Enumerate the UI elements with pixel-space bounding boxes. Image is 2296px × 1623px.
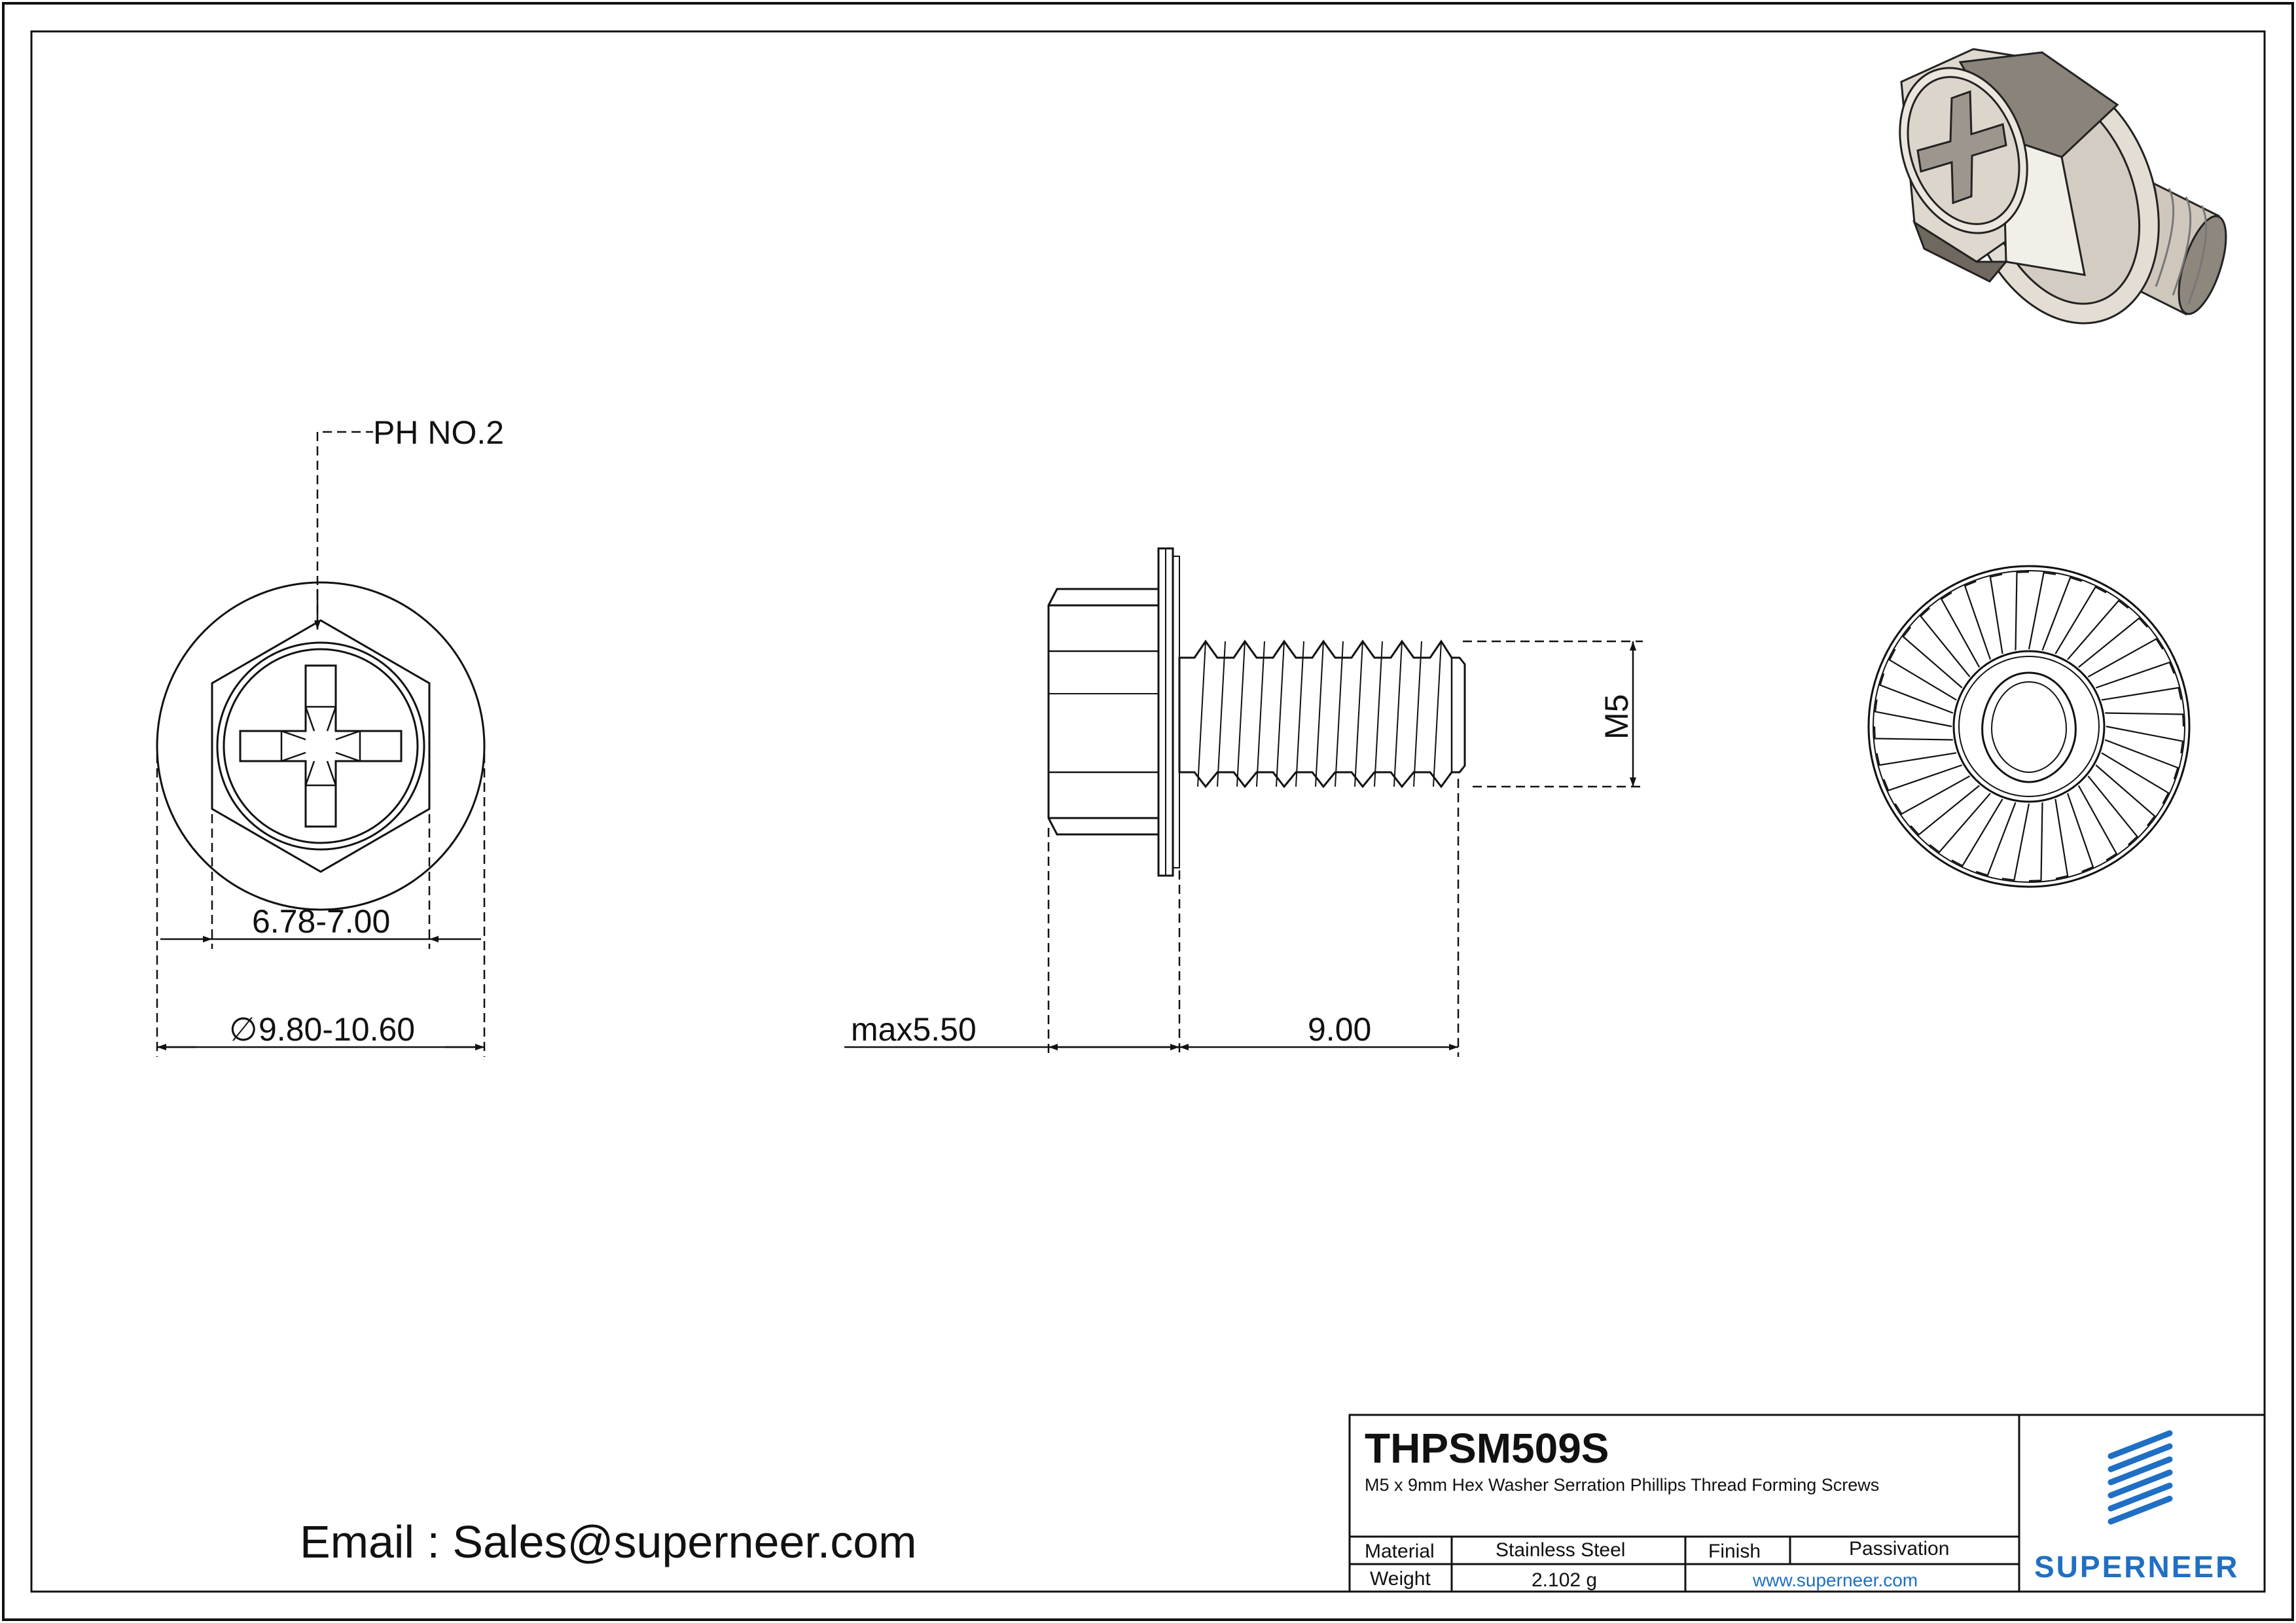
serration-tooth: [2078, 617, 2148, 668]
phillips-cross-top: [239, 664, 403, 828]
finish-label: Finish: [1708, 1541, 1761, 1562]
weight-value: 2.102 g: [1532, 1569, 1597, 1591]
serration-tooth: [2101, 752, 2170, 804]
phillips-recess-3d: [1916, 90, 2007, 205]
screw-3d-view: [1899, 48, 2227, 325]
serration-tooth: [2087, 637, 2164, 678]
bottom-view: [1867, 565, 2191, 888]
serration-tooth: [1874, 699, 1952, 728]
thread-flanks: [1197, 641, 1442, 787]
serration-tooth: [1902, 626, 1963, 688]
serration-tooth: [1888, 649, 1957, 701]
length-label: 9.00: [1308, 1011, 1371, 1048]
across-flats-dimension: [160, 785, 481, 949]
serration-tooth: [1883, 764, 1963, 792]
serration-tooth: [2106, 725, 2184, 754]
brand-name: SUPERNEER: [2034, 1550, 2239, 1584]
serration-tooth: [1951, 798, 2003, 867]
part-description: M5 x 9mm Hex Washer Serration Phillips T…: [1365, 1475, 1879, 1495]
serration-tooth: [2028, 802, 2043, 882]
serration-inner-ring: [1952, 650, 2106, 803]
serration-tooth: [2087, 776, 2138, 846]
inner-border: [30, 30, 2266, 1593]
serration-tooth: [1879, 673, 1954, 714]
hex-outline-top: [211, 619, 431, 873]
serration-tooth: [2105, 712, 2185, 727]
serration-tooth: [2054, 586, 2107, 654]
head-dome-inner: [223, 648, 419, 844]
serration-tooth: [2015, 571, 2030, 651]
serration-tooth: [2054, 798, 2069, 880]
serration-tooth: [1876, 752, 1957, 766]
superneer-logo-icon: [2108, 1430, 2173, 1525]
title-block: [1348, 1414, 2266, 1593]
thread-diameter-dimension: [1463, 640, 1643, 788]
contact-email[interactable]: Email : Sales@superneer.com: [300, 1516, 917, 1567]
finish-value: Passivation: [1849, 1538, 1949, 1560]
serration-tooth: [1989, 573, 2003, 654]
serration-tooth: [1964, 580, 1992, 660]
washer-outline-bottom: [1867, 565, 2191, 888]
serration-outer-ring: [1873, 570, 2185, 883]
length-dimensions: [844, 779, 1460, 1057]
serration-teeth: [1873, 571, 2185, 882]
serration-tooth: [1940, 592, 1981, 668]
head-dome-outer: [216, 641, 425, 851]
serration-tooth: [1910, 785, 1980, 836]
website-link[interactable]: www.superneer.com: [1752, 1570, 1918, 1590]
serration-tooth: [1929, 793, 1991, 853]
serration-tooth: [2001, 803, 2030, 882]
serration-tooth: [2041, 577, 2083, 651]
across-flats-label: 6.78-7.00: [252, 903, 390, 940]
side-view: [1047, 547, 1466, 877]
recess-callout-label: PH NO.2: [373, 414, 504, 451]
serration-tooth: [1920, 607, 1971, 677]
serration-tooth: [2077, 785, 2118, 861]
trilobular-thread-end: [1981, 671, 2077, 783]
serration-tooth: [2067, 599, 2129, 660]
serration-tooth: [2095, 661, 2175, 689]
serration-tooth: [2066, 793, 2094, 872]
serration-tooth: [2095, 764, 2156, 827]
recess-callout: [314, 431, 373, 630]
thread-diameter-label: M5: [1598, 694, 1635, 740]
part-code: THPSM509S: [1365, 1425, 1609, 1472]
serration-tooth: [2028, 571, 2056, 650]
serration-tooth: [1894, 775, 1971, 815]
phillips-cross-details: [280, 705, 361, 787]
top-view: [156, 581, 486, 911]
weight-label: Weight: [1370, 1568, 1431, 1590]
diameter-dimension: [156, 740, 486, 1057]
serration-tooth: [1873, 726, 1953, 741]
diameter-symbol: ∅: [229, 1011, 258, 1048]
diameter-label: 9.80-10.60: [259, 1011, 415, 1048]
washer-outline-top: [156, 581, 486, 911]
head-height-label: max5.50: [851, 1011, 977, 1048]
material-label: Material: [1365, 1541, 1435, 1562]
serration-tooth: [2101, 687, 2182, 701]
serration-tooth: [2104, 739, 2179, 780]
serration-tooth: [1975, 802, 2017, 876]
hex-head-side: [1047, 588, 1160, 836]
material-value: Stainless Steel: [1496, 1539, 1625, 1561]
